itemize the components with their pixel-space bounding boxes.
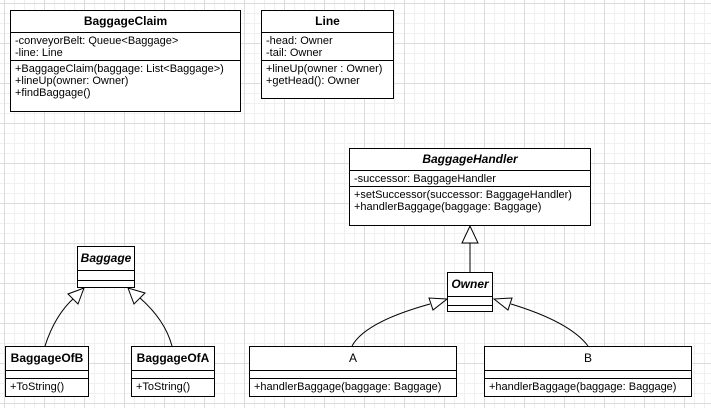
class-baggage[interactable]: Baggage — [77, 246, 135, 288]
edge-baggage-of-a-to-baggage — [139, 297, 173, 347]
operation: +handlerBaggage(baggage: Baggage) — [354, 201, 542, 213]
inheritance-arrowhead — [67, 287, 85, 305]
class-baggage-of-a[interactable]: BaggageOfA +ToString() — [131, 346, 215, 397]
class-line[interactable]: Line -head: Owner -tail: Owner +lineUp(o… — [261, 10, 394, 99]
attribute: -tail: Owner — [266, 47, 323, 59]
class-name: BaggageClaim — [11, 11, 240, 33]
operation: +lineUp(owner: Owner) — [15, 75, 129, 87]
operations-section: +BaggageClaim(baggage: List<Baggage>) +l… — [11, 61, 240, 100]
class-name: Baggage — [78, 247, 134, 271]
attributes-section: -conveyorBelt: Queue<Baggage> -line: Lin… — [11, 33, 240, 61]
class-baggage-handler[interactable]: BaggageHandler -successor: BaggageHandle… — [349, 148, 591, 226]
attributes-section — [485, 371, 691, 379]
attributes-section — [250, 371, 456, 379]
class-name: A — [250, 347, 456, 371]
attribute: -line: Line — [15, 47, 63, 59]
class-name: BaggageOfB — [6, 347, 88, 371]
class-name: BaggageHandler — [350, 149, 590, 171]
operations-section: +ToString() — [6, 379, 88, 394]
attributes-section — [132, 371, 214, 379]
inheritance-arrowhead — [127, 287, 146, 305]
edge-baggage-of-b-to-baggage — [44, 297, 75, 347]
class-name: Line — [262, 11, 393, 33]
class-b[interactable]: B +handlerBaggage(baggage: Baggage) — [484, 346, 692, 397]
inheritance-arrowhead — [492, 297, 513, 311]
operations-section — [78, 281, 134, 286]
class-baggage-of-b[interactable]: BaggageOfB +ToString() — [5, 346, 89, 397]
inheritance-arrowhead — [428, 297, 449, 311]
attributes-section: -successor: BaggageHandler — [350, 171, 590, 187]
attributes-section — [78, 271, 134, 281]
operation: +BaggageClaim(baggage: List<Baggage>) — [15, 63, 224, 75]
class-name: BaggageOfA — [132, 347, 214, 371]
attributes-section — [6, 371, 88, 379]
operations-section: +lineUp(owner : Owner) +getHead(): Owner — [262, 61, 393, 88]
attributes-section — [448, 297, 492, 306]
operation: +handlerBaggage(baggage: Baggage) — [489, 381, 677, 393]
operation: +getHead(): Owner — [266, 75, 360, 87]
operation: +handlerBaggage(baggage: Baggage) — [254, 381, 442, 393]
operation: +lineUp(owner : Owner) — [266, 63, 383, 75]
operations-section: +ToString() — [132, 379, 214, 394]
class-name: Owner — [448, 273, 492, 297]
operations-section — [448, 306, 492, 311]
operations-section: +setSuccessor(successor: BaggageHandler)… — [350, 187, 590, 214]
operation: +findBaggage() — [15, 87, 91, 99]
inheritance-arrowhead — [461, 224, 479, 244]
class-a[interactable]: A +handlerBaggage(baggage: Baggage) — [249, 346, 457, 397]
attribute: -successor: BaggageHandler — [354, 173, 496, 185]
operation: +ToString() — [10, 381, 65, 393]
operation: +setSuccessor(successor: BaggageHandler) — [354, 189, 572, 201]
class-owner[interactable]: Owner — [447, 272, 493, 312]
attribute: -conveyorBelt: Queue<Baggage> — [15, 35, 179, 47]
operations-section: +handlerBaggage(baggage: Baggage) — [485, 379, 691, 394]
class-baggage-claim[interactable]: BaggageClaim -conveyorBelt: Queue<Baggag… — [10, 10, 241, 112]
class-name: B — [485, 347, 691, 371]
edge-b-to-owner — [510, 303, 589, 347]
operations-section: +handlerBaggage(baggage: Baggage) — [250, 379, 456, 394]
edge-a-to-owner — [351, 303, 431, 347]
attributes-section: -head: Owner -tail: Owner — [262, 33, 393, 61]
operation: +ToString() — [136, 381, 191, 393]
attribute: -head: Owner — [266, 35, 333, 47]
